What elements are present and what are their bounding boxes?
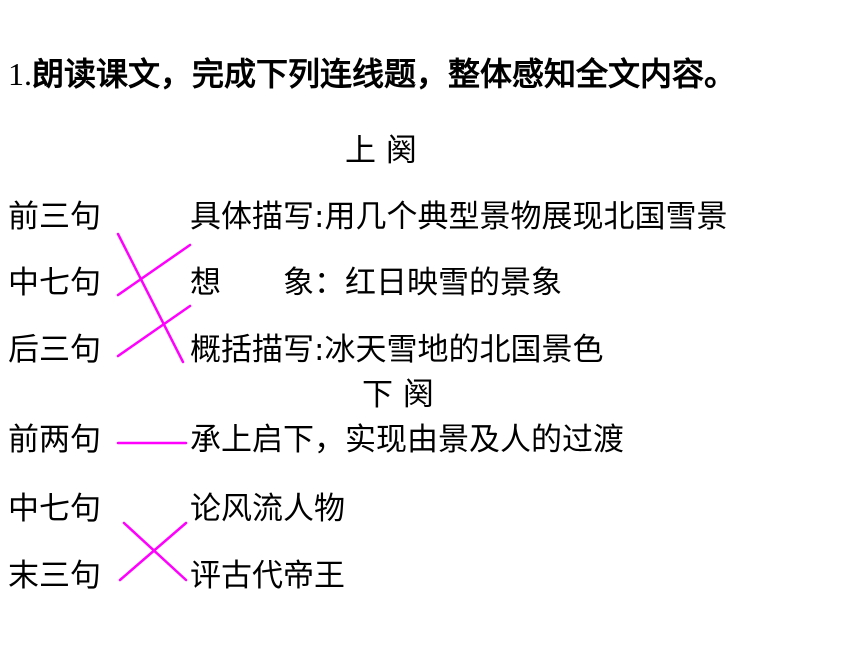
upper-left-2: 中七句: [8, 265, 101, 301]
lower-right-1: 承上启下，实现由景及人的过渡: [190, 422, 624, 458]
lower-right-3: 评古代帝王: [190, 558, 345, 594]
upper-right-2: 想 象：红日映雪的景象: [190, 265, 562, 301]
question-number: 1.: [8, 56, 32, 92]
upper-left-1: 前三句: [8, 199, 101, 235]
upper-heading: 上 阕: [345, 133, 417, 169]
lower-right-2: 论风流人物: [190, 491, 345, 527]
link-lower-3-2: [118, 521, 188, 582]
upper-right-1: 具体描写:用几个典型景物展现北国雪景: [190, 199, 728, 235]
upper-right-3: 概括描写:冰天雪地的北国景色: [190, 332, 604, 368]
question-text: 朗读课文，完成下列连线题，整体感知全文内容。: [32, 55, 737, 93]
link-upper-1-3: [116, 232, 185, 364]
upper-left-3: 后三句: [8, 332, 101, 368]
link-upper-2-1: [116, 243, 192, 297]
link-upper-3-2: [116, 304, 192, 358]
lower-heading: 下 阕: [362, 377, 434, 413]
question-title: 1.朗读课文，完成下列连线题，整体感知全文内容。: [8, 58, 736, 90]
lower-left-1: 前两句: [8, 422, 101, 458]
link-lower-2-3: [122, 521, 188, 582]
lower-left-3: 末三句: [8, 558, 101, 594]
lower-left-2: 中七句: [8, 491, 101, 527]
